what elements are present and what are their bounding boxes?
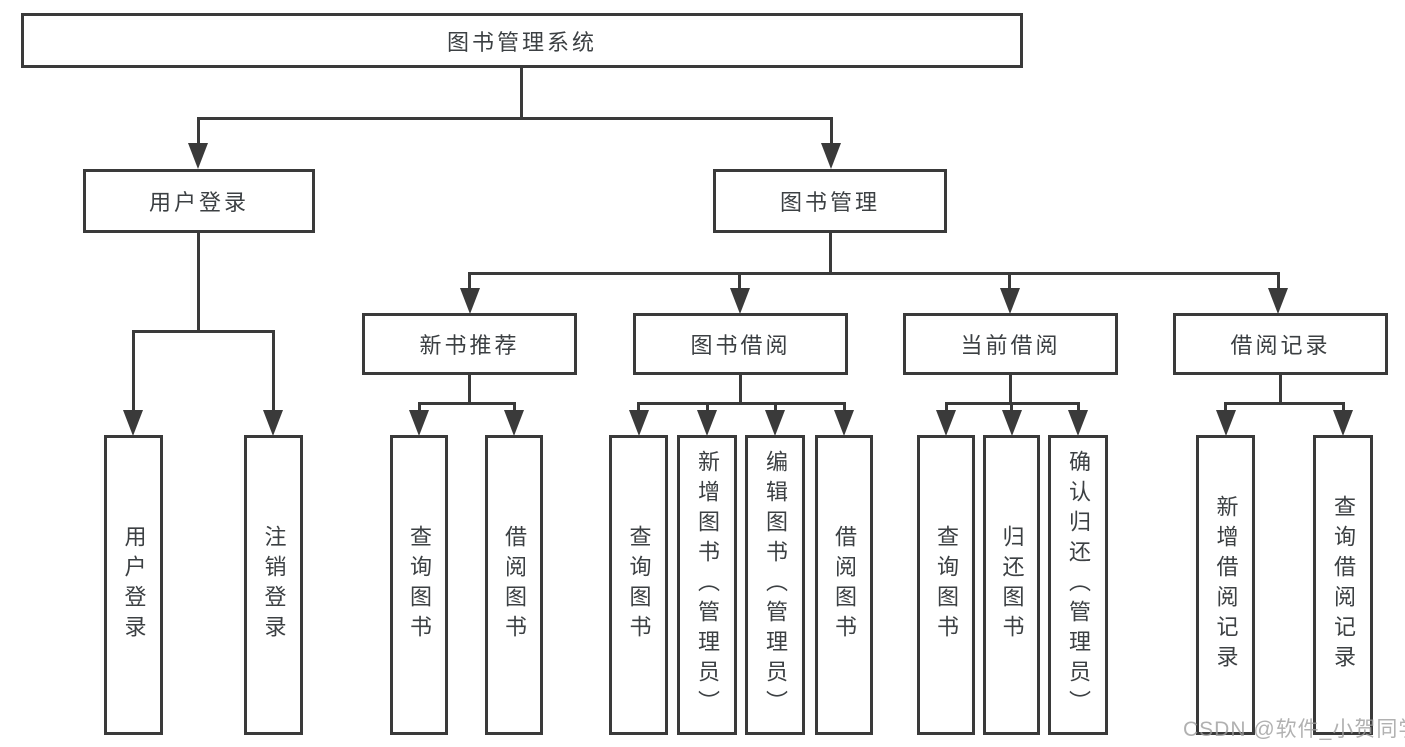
connector-leaf-stem: [843, 402, 846, 414]
leaf-confirm-return-admin: 确认归还（管理员）: [1048, 435, 1108, 735]
arrowhead-down-icon: [834, 410, 854, 436]
connector-leaf-stem: [1010, 402, 1013, 414]
arrowhead-down-icon: [123, 410, 143, 436]
connector-leaf-stem: [706, 402, 709, 414]
arrowhead-down-icon: [765, 410, 785, 436]
connector-root-stem: [520, 68, 523, 118]
connector-leaf-stem: [418, 402, 421, 414]
connector-book-mgmt-stem: [830, 117, 833, 147]
node-borrow-records: 借阅记录: [1173, 313, 1388, 375]
connector-current-down: [1009, 375, 1012, 404]
connector-current-stem: [1008, 272, 1011, 292]
leaf-borrow-books: 借阅图书: [815, 435, 873, 735]
connector-leaf-stem: [513, 402, 516, 414]
connector-login-leaf1-stem: [132, 330, 135, 413]
connector-level2-rail: [197, 117, 833, 120]
arrowhead-down-icon: [504, 410, 524, 436]
arrowhead-down-icon: [1002, 410, 1022, 436]
arrowhead-down-icon: [629, 410, 649, 436]
arrowhead-down-icon: [1000, 288, 1020, 314]
leaf-add-borrow-record: 新增借阅记录: [1196, 435, 1255, 735]
connector-borrow-down: [739, 375, 742, 404]
arrowhead-down-icon: [936, 410, 956, 436]
arrowhead-down-icon: [730, 288, 750, 314]
connector-login-stem: [197, 233, 200, 333]
arrowhead-down-icon: [409, 410, 429, 436]
csdn-watermark: CSDN @软件_小贺同学: [1183, 718, 1405, 741]
connector-user-login-stem: [197, 117, 200, 147]
connector-login-rail: [132, 330, 274, 333]
leaf-query-books-borrow: 查询图书: [609, 435, 668, 735]
connector-leaf-stem: [1077, 402, 1080, 414]
connector-recommend-down: [468, 375, 471, 404]
connector-recommend-stem: [468, 272, 471, 292]
node-book-management: 图书管理: [713, 169, 947, 233]
leaf-return-books: 归还图书: [983, 435, 1040, 735]
leaf-query-books-current: 查询图书: [917, 435, 975, 735]
arrowhead-down-icon: [460, 288, 480, 314]
node-new-book-recommend: 新书推荐: [362, 313, 577, 375]
connector-leaf-stem: [637, 402, 640, 414]
connector-records-down: [1279, 375, 1282, 404]
connector-borrow-stem: [738, 272, 741, 292]
leaf-add-books-admin: 新增图书（管理员）: [677, 435, 737, 735]
node-user-login: 用户登录: [83, 169, 315, 233]
connector-records-stem: [1277, 272, 1280, 292]
leaf-logout: 注销登录: [244, 435, 303, 735]
leaf-edit-books-admin: 编辑图书（管理员）: [745, 435, 805, 735]
arrowhead-down-icon: [1068, 410, 1088, 436]
arrowhead-down-icon: [263, 410, 283, 436]
connector-recommend-rail: [418, 402, 516, 405]
arrowhead-down-icon: [188, 143, 208, 169]
connector-leaf-stem: [1342, 402, 1345, 414]
connector-records-rail: [1224, 402, 1344, 405]
node-current-borrow: 当前借阅: [903, 313, 1118, 375]
node-library-management-system: 图书管理系统: [21, 13, 1023, 68]
arrowhead-down-icon: [1333, 410, 1353, 436]
connector-leaf-stem: [774, 402, 777, 414]
connector-mgmt-stem: [829, 233, 832, 275]
leaf-borrow-books-recommend: 借阅图书: [485, 435, 543, 735]
arrowhead-down-icon: [821, 143, 841, 169]
leaf-query-borrow-record: 查询借阅记录: [1313, 435, 1373, 735]
connector-level3-rail: [468, 272, 1280, 275]
arrowhead-down-icon: [697, 410, 717, 436]
connector-login-leaf2-stem: [272, 330, 275, 413]
arrowhead-down-icon: [1268, 288, 1288, 314]
connector-leaf-stem: [1224, 402, 1227, 414]
arrowhead-down-icon: [1216, 410, 1236, 436]
node-book-borrow: 图书借阅: [633, 313, 848, 375]
leaf-query-books-recommend: 查询图书: [390, 435, 448, 735]
connector-borrow-rail: [637, 402, 845, 405]
leaf-user-login: 用户登录: [104, 435, 163, 735]
connector-leaf-stem: [945, 402, 948, 414]
